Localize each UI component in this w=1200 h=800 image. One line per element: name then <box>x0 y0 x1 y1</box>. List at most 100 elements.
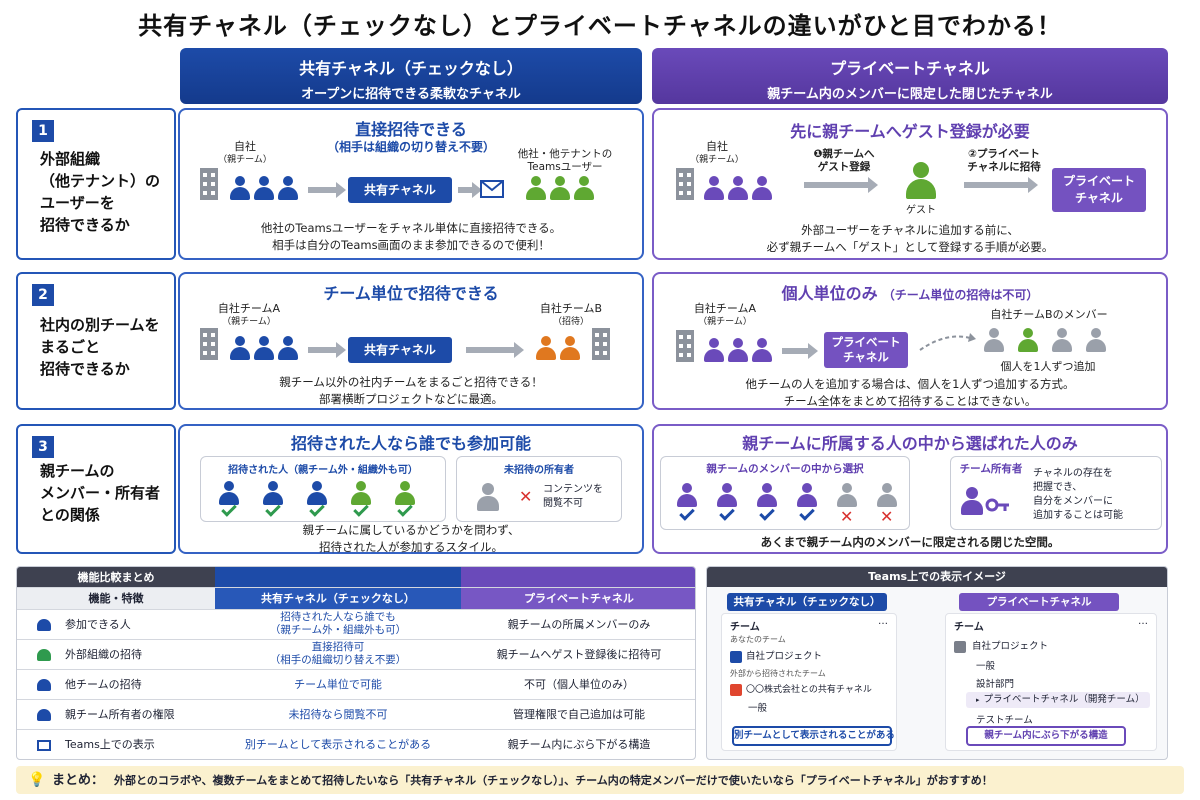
row3-private-heading: 親チームに所属する人の中から選ばれた人のみ <box>742 434 1078 453</box>
team-avatar-icon <box>730 683 742 696</box>
other-tenant-label: 他社・他テナントの Teamsユーザー <box>517 148 613 173</box>
table-row: 親チーム所有者の権限 未招待なら閲覧不可 管理権限で自己追加は可能 <box>17 699 695 730</box>
private-cell: 管理権限で自己追加は可能 <box>461 699 695 730</box>
team-name: 自社プロジェクト <box>746 651 823 662</box>
person-icon <box>752 338 772 364</box>
parent-members-title: 親チームのメンバーの中から選択 <box>706 463 864 475</box>
row-label-1: 1 外部組織 （他テナント）の ユーザーを 招待できるか <box>16 108 176 260</box>
private-column-subtitle: 親チーム内のメンバーに限定した閉じたチャネル <box>767 87 1053 102</box>
more-icon[interactable]: … <box>878 616 888 627</box>
team-item-external[interactable]: 〇〇株式会社との共有チャネル <box>730 682 872 696</box>
shared-column-header: 共有チャネル（チェックなし） オープンに招待できる柔軟なチャネル <box>180 48 642 104</box>
building-icon <box>676 330 694 362</box>
channel-item[interactable]: 設計部門 <box>976 679 1015 690</box>
team-name: 自社プロジェクト <box>972 641 1049 652</box>
row1-private-panel: 先に親チームへゲスト登録が必要 自社 （親チーム） ❶親チームへ ゲスト登録 ゲ… <box>652 108 1168 260</box>
chevron-right-icon: ▸ <box>976 696 980 704</box>
own-company-label: 自社 <box>706 140 728 153</box>
person-icon <box>704 176 724 202</box>
guest-person-icon <box>906 162 936 200</box>
row3-private-description: あくまで親チーム内のメンバーに限定される閉じた空間。 <box>760 535 1060 549</box>
person-icon <box>704 338 724 364</box>
group-label: 外部から招待されたチーム <box>730 669 826 678</box>
person-icon <box>254 336 274 362</box>
teams-view-caption: Teams上での表示イメージ <box>707 567 1167 587</box>
channel-item[interactable]: 一般 <box>976 661 996 672</box>
uninvited-owner-title: 未招待の所有者 <box>504 465 574 476</box>
row-label-3: 3 親チームの メンバー・所有者 との関係 <box>16 424 176 554</box>
lightbulb-icon: 💡 <box>28 772 46 788</box>
private-cell: 親チームの所属メンバーのみ <box>461 609 695 640</box>
uninvited-owner-box: 未招待の所有者 ✕ コンテンツを 閲覧不可 <box>456 456 622 522</box>
person-icon <box>254 176 274 202</box>
team-name: 〇〇株式会社との共有チャネル <box>746 685 872 695</box>
building-icon <box>200 168 218 200</box>
shared-cell: 直接招待可 （相手の組織切り替え不要） <box>215 639 461 670</box>
dashed-arrow-icon <box>919 333 976 351</box>
people-icon <box>37 649 51 661</box>
private-view-tab[interactable]: プライベートチャネル <box>959 593 1119 611</box>
row2-private-heading-note: （チーム単位の招待は不可） <box>882 288 1039 302</box>
row1-shared-description: 他社のTeamsユーザーをチャネル単体に直接招待できる。 相手は自分のTeams… <box>260 221 562 252</box>
comparison-table: 機能比較まとめ 機能・特徴 共有チャネル（チェックなし） プライベートチャネル … <box>16 566 696 760</box>
private-column-title: プライベートチャネル <box>830 59 990 78</box>
building-icon <box>592 328 610 360</box>
channel-item[interactable]: 一般 <box>748 703 768 714</box>
person-icon <box>526 176 546 202</box>
uninvited-owner-text: コンテンツを 閲覧不可 <box>543 484 603 509</box>
feature-cell: Teams上での表示 <box>65 738 155 751</box>
shared-channel-badge: 共有チャネル <box>348 177 452 203</box>
guest-label: ゲスト <box>906 205 936 216</box>
private-team-list: チーム … 自社プロジェクト 一般 設計部門 ▸プライベートチャネル（開発チーム… <box>945 613 1157 751</box>
shared-column-subtitle: オープンに招待できる柔軟なチャネル <box>301 87 521 102</box>
private-channel-badge: プライベート チャネル <box>824 332 908 368</box>
person-icon <box>550 176 570 202</box>
team-owner-box: チーム所有者 チャネルの存在を 把握でき、 自分をメンバーに 追加することは可能 <box>950 456 1162 530</box>
step1-label: ❶親チームへ ゲスト登録 <box>813 148 875 173</box>
row2-shared-heading: チーム単位で招待できる <box>323 284 499 303</box>
shared-header: 共有チャネル（チェックなし） <box>215 587 461 610</box>
private-cell: 親チームへゲスト登録後に招待可 <box>461 639 695 670</box>
step2-label: ②プライベート チャネルに招待 <box>967 148 1041 173</box>
team-item-own[interactable]: 自社プロジェクト <box>730 648 822 663</box>
row1-shared-heading: 直接招待できる <box>355 120 467 139</box>
own-company-label: 自社 <box>234 140 256 153</box>
shared-column-title: 共有チャネル（チェックなし） <box>299 59 523 78</box>
feature-cell: 他チームの招待 <box>65 678 142 691</box>
private-channel-item[interactable]: ▸プライベートチャネル（開発チーム） <box>966 692 1150 708</box>
team-avatar-icon <box>954 640 966 653</box>
person-icon <box>278 176 298 202</box>
comparison-caption: 機能比較まとめ <box>17 567 215 588</box>
row3-shared-panel: 招待された人なら誰でも参加可能 招待された人（親チーム外・組織外も可） 未招待の… <box>178 424 644 554</box>
team-a-label: 自社チームA <box>217 302 281 315</box>
row2-shared-description: 親チーム以外の社内チームをまるごと招待できる！ 部署横断プロジェクトなどに最適。 <box>279 375 543 406</box>
x-icon: ✕ <box>519 487 533 506</box>
more-icon[interactable]: … <box>1138 616 1148 627</box>
building-icon <box>676 168 694 200</box>
team-b-members-label: 自社チームBのメンバー <box>990 308 1108 321</box>
channel-item[interactable]: テストチーム <box>976 715 1033 726</box>
row2-shared-panel: チーム単位で招待できる 自社チームA （親チーム） 共有チャネル 自社チームB … <box>178 272 644 410</box>
table-row: Teams上での表示 別チームとして表示されることがある 親チーム内にぶら下がる… <box>17 729 695 759</box>
person-icon <box>728 176 748 202</box>
row2-private-heading-wrap: 個人単位のみ （チーム単位の招待は不可） <box>654 280 1166 304</box>
person-icon <box>877 483 897 509</box>
person-icon <box>351 481 371 507</box>
shared-cell: チーム単位で可能 <box>215 669 461 700</box>
row-label-text: 社内の別チームを まるごと 招待できるか <box>40 316 160 378</box>
shared-view-callout: 別チームとして表示されることがある <box>732 726 895 746</box>
team-owner-text: チャネルの存在を 把握でき、 自分をメンバーに 追加することは可能 <box>1033 468 1123 521</box>
mail-icon <box>480 180 504 198</box>
person-icon <box>728 338 748 364</box>
shared-view-tab[interactable]: 共有チャネル（チェックなし） <box>727 593 887 611</box>
owner-person-icon <box>477 483 499 513</box>
person-icon <box>757 483 777 509</box>
shared-cell: 別チームとして表示されることがある <box>215 729 461 759</box>
row3-shared-heading: 招待された人なら誰でも参加可能 <box>290 434 531 453</box>
add-one-by-one-label: 個人を1人ずつ追加 <box>1000 360 1096 373</box>
parent-members-box: 親チームのメンバーの中から選択 ✕ ✕ <box>660 456 910 530</box>
team-item-own[interactable]: 自社プロジェクト <box>954 638 1048 653</box>
row1-shared-panel: 直接招待できる （相手は組織の切り替え不要） 自社 （親チーム） 共有チャネル … <box>178 108 644 260</box>
shared-cell: 招待された人なら誰でも （親チーム外・組織外も可） <box>215 609 461 640</box>
team-list-header: チーム <box>730 622 760 633</box>
